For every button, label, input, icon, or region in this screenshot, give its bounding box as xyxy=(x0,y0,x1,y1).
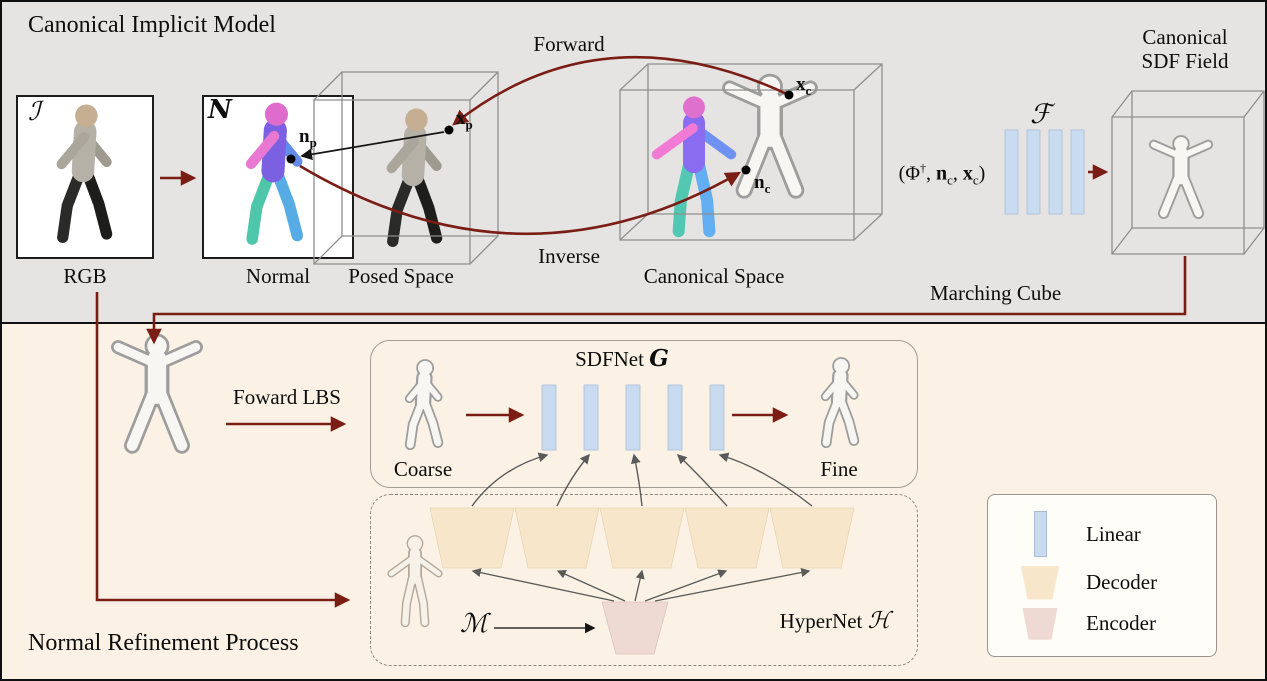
forward-label: Forward xyxy=(533,32,605,56)
normal-person-figure xyxy=(245,102,304,245)
forward-lbs-label: Foward LBS xyxy=(233,385,341,409)
math-M-label: ℳ xyxy=(460,609,488,639)
legend-row-encoder: Encoder xyxy=(1014,607,1216,640)
math-F-label: ℱ xyxy=(1030,99,1052,130)
inverse-label: Inverse xyxy=(538,244,600,268)
hypernet-box xyxy=(370,494,918,666)
canonical-space-caption: Canonical Space xyxy=(643,264,785,288)
posed-space-caption: Posed Space xyxy=(348,264,454,288)
top-panel-title: Canonical Implicit Model xyxy=(28,12,276,38)
marching-cube-output-figure xyxy=(98,332,216,478)
coarse-figure xyxy=(385,358,461,454)
legend-box: Linear Decoder Encoder xyxy=(987,494,1217,657)
math-I-label: ℐ xyxy=(28,97,41,127)
sdf-field-label: Canonical SDF Field xyxy=(1141,25,1229,73)
xp-label: xp xyxy=(456,108,473,132)
marching-cube-label: Marching Cube xyxy=(930,281,1062,305)
hypernet-label: HyperNet ℋ xyxy=(779,608,891,634)
legend-label-linear: Linear xyxy=(1086,521,1141,546)
posed-person-figure xyxy=(386,108,443,247)
linear-swatch xyxy=(1033,511,1047,558)
rgb-caption: RGB xyxy=(63,264,107,288)
fine-caption: Fine xyxy=(820,457,858,481)
legend-row-linear: Linear xyxy=(1014,511,1216,558)
smpl-body-figure xyxy=(380,519,450,643)
sdfnet-title: SDFNet G xyxy=(575,345,669,372)
encoder-swatch xyxy=(1022,607,1058,640)
fine-figure xyxy=(800,356,878,452)
sdf-field-figure xyxy=(1142,134,1220,236)
decoder-swatch xyxy=(1020,565,1060,600)
bottom-panel-title: Normal Refinement Process xyxy=(28,630,299,656)
nc-label: nc xyxy=(754,172,771,196)
canonical-normal-figure xyxy=(651,96,737,238)
normal-caption: Normal xyxy=(245,264,311,288)
np-label: np xyxy=(299,126,317,150)
legend-label-decoder: Decoder xyxy=(1086,570,1158,594)
rgb-person-figure xyxy=(56,104,113,243)
legend-row-decoder: Decoder xyxy=(1014,565,1216,600)
phi-tuple-label: (Φ†, nc, xc) xyxy=(898,161,986,188)
xc-label: xc xyxy=(796,74,812,98)
legend-label-encoder: Encoder xyxy=(1086,611,1156,636)
math-N-label: N xyxy=(208,95,232,125)
coarse-caption: Coarse xyxy=(393,457,453,481)
